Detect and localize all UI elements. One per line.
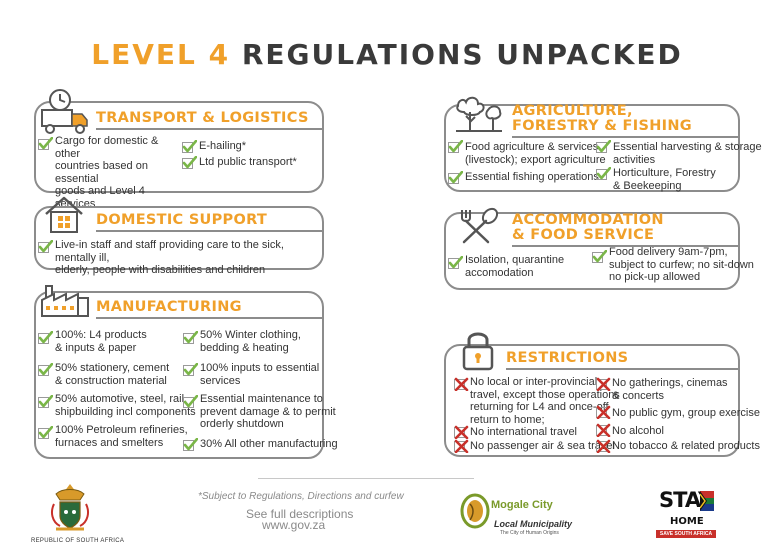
check-icon bbox=[596, 167, 611, 181]
transport-item-ehailing: E-hailing* bbox=[199, 140, 247, 152]
transport-title: TRANSPORT & LOGISTICS bbox=[96, 110, 309, 126]
cross-icon bbox=[596, 377, 611, 391]
home-word: HOME bbox=[670, 516, 704, 527]
manufacturing-item: 100% inputs to essential services bbox=[200, 362, 320, 387]
manufacturing-item: 50% Winter clothing, bedding & heating bbox=[200, 329, 301, 354]
agriculture-title-2: FORESTRY & FISHING bbox=[512, 118, 692, 134]
factory-icon bbox=[41, 285, 89, 317]
manufacturing-item: 100% Petroleum refineries, furnaces and … bbox=[55, 424, 188, 449]
restriction-item: No passenger air & sea travel bbox=[470, 440, 615, 452]
accommodation-item: Isolation, quarantine accomodation bbox=[465, 254, 565, 279]
restriction-item: No international travel bbox=[470, 426, 578, 438]
mogale-sub: Local Municipality bbox=[494, 519, 573, 529]
check-icon bbox=[448, 140, 463, 154]
coat-of-arms-icon bbox=[51, 484, 89, 531]
manufacturing-item: 100%: L4 products & inputs & paper bbox=[55, 329, 147, 354]
footer-divider bbox=[258, 478, 474, 479]
check-icon bbox=[448, 256, 463, 270]
restriction-item: No gatherings, cinemas & concerts bbox=[612, 377, 728, 402]
restriction-item: No public gym, group exercise bbox=[612, 407, 760, 419]
check-icon bbox=[38, 426, 53, 440]
save-sa-band: SAVE SOUTH AFRICA bbox=[656, 530, 716, 538]
domestic-panel bbox=[34, 206, 324, 270]
transport-item-public: Ltd public transport* bbox=[199, 156, 297, 168]
accommodation-rule bbox=[512, 245, 738, 247]
delivery-truck-icon bbox=[41, 89, 88, 134]
restrictions-panel bbox=[444, 344, 740, 457]
check-icon bbox=[38, 331, 53, 345]
accommodation-panel bbox=[444, 212, 740, 290]
agriculture-item: Essential fishing operations bbox=[465, 171, 599, 183]
cross-icon bbox=[454, 425, 469, 439]
see-full-descriptions: See full descriptions bbox=[246, 507, 354, 521]
agriculture-item: Food agriculture & services (livestock);… bbox=[465, 141, 606, 166]
accommodation-title-1: ACCOMMODATION bbox=[512, 212, 664, 228]
transport-rule bbox=[96, 128, 322, 130]
cross-icon bbox=[596, 423, 611, 437]
restriction-item: No alcohol bbox=[612, 425, 664, 437]
manufacturing-item: 50% automotive, steel, rail, shipbuildin… bbox=[55, 393, 196, 418]
manufacturing-item: Essential maintenance to prevent damage … bbox=[200, 393, 336, 430]
restriction-item: No local or inter-provincial travel, exc… bbox=[470, 376, 620, 426]
mogale-logo-icon bbox=[460, 493, 490, 529]
check-icon bbox=[183, 438, 198, 452]
domestic-rule bbox=[96, 230, 322, 232]
padlock-icon bbox=[462, 332, 494, 371]
agriculture-title-1: AGRICULTURE, bbox=[512, 103, 633, 119]
manufacturing-panel bbox=[34, 291, 324, 459]
title-accent: LEVEL 4 bbox=[91, 38, 231, 71]
transport-item-cargo: Cargo for domestic & other countries bas… bbox=[55, 135, 159, 210]
gov-url[interactable]: www.gov.za bbox=[262, 518, 326, 532]
check-icon bbox=[183, 395, 198, 409]
check-icon bbox=[183, 363, 198, 377]
cross-icon bbox=[454, 377, 469, 391]
manufacturing-item: 50% stationery, cement & construction ma… bbox=[55, 362, 170, 387]
accommodation-item: Food delivery 9am-7pm, subject to curfew… bbox=[609, 246, 754, 283]
mogale-tag: The City of Human Origins bbox=[500, 530, 559, 536]
cross-icon bbox=[596, 439, 611, 453]
sa-flag-icon bbox=[700, 491, 714, 511]
title-rest: REGULATIONS UNPACKED bbox=[230, 38, 683, 71]
check-icon bbox=[38, 137, 53, 151]
check-icon bbox=[38, 240, 53, 254]
restrictions-rule bbox=[506, 368, 738, 370]
check-icon bbox=[182, 156, 197, 170]
mogale-name: Mogale City bbox=[491, 499, 553, 511]
manufacturing-rule bbox=[96, 317, 322, 319]
agriculture-item: Horticulture, Forestry & Beekeeping bbox=[613, 167, 716, 192]
check-icon bbox=[592, 250, 607, 264]
manufacturing-item: 30% All other manufacturing bbox=[200, 438, 338, 450]
footnote: *Subject to Regulations, Directions and … bbox=[198, 491, 404, 502]
check-icon bbox=[38, 395, 53, 409]
check-icon bbox=[38, 363, 53, 377]
check-icon bbox=[596, 140, 611, 154]
republic-label: REPUBLIC OF SOUTH AFRICA bbox=[31, 538, 125, 544]
domestic-item-staff: Live-in staff and staff providing care t… bbox=[55, 239, 284, 276]
cross-icon bbox=[454, 439, 469, 453]
restriction-item: No tobacco & related products bbox=[612, 440, 760, 452]
fork-spoon-icon bbox=[461, 207, 499, 244]
domestic-title: DOMESTIC SUPPORT bbox=[96, 212, 268, 228]
page-title: LEVEL 4 REGULATIONS UNPACKED bbox=[0, 38, 774, 71]
check-icon bbox=[182, 140, 197, 154]
restrictions-title: RESTRICTIONS bbox=[506, 350, 629, 366]
house-icon bbox=[45, 196, 83, 233]
tree-icon bbox=[456, 96, 502, 132]
check-icon bbox=[448, 171, 463, 185]
check-icon bbox=[183, 331, 198, 345]
cross-icon bbox=[596, 405, 611, 419]
manufacturing-title: MANUFACTURING bbox=[96, 299, 242, 315]
accommodation-title-2: & FOOD SERVICE bbox=[512, 227, 655, 243]
agriculture-item: Essential harvesting & storage activitie… bbox=[613, 141, 762, 166]
agriculture-rule bbox=[512, 136, 738, 138]
